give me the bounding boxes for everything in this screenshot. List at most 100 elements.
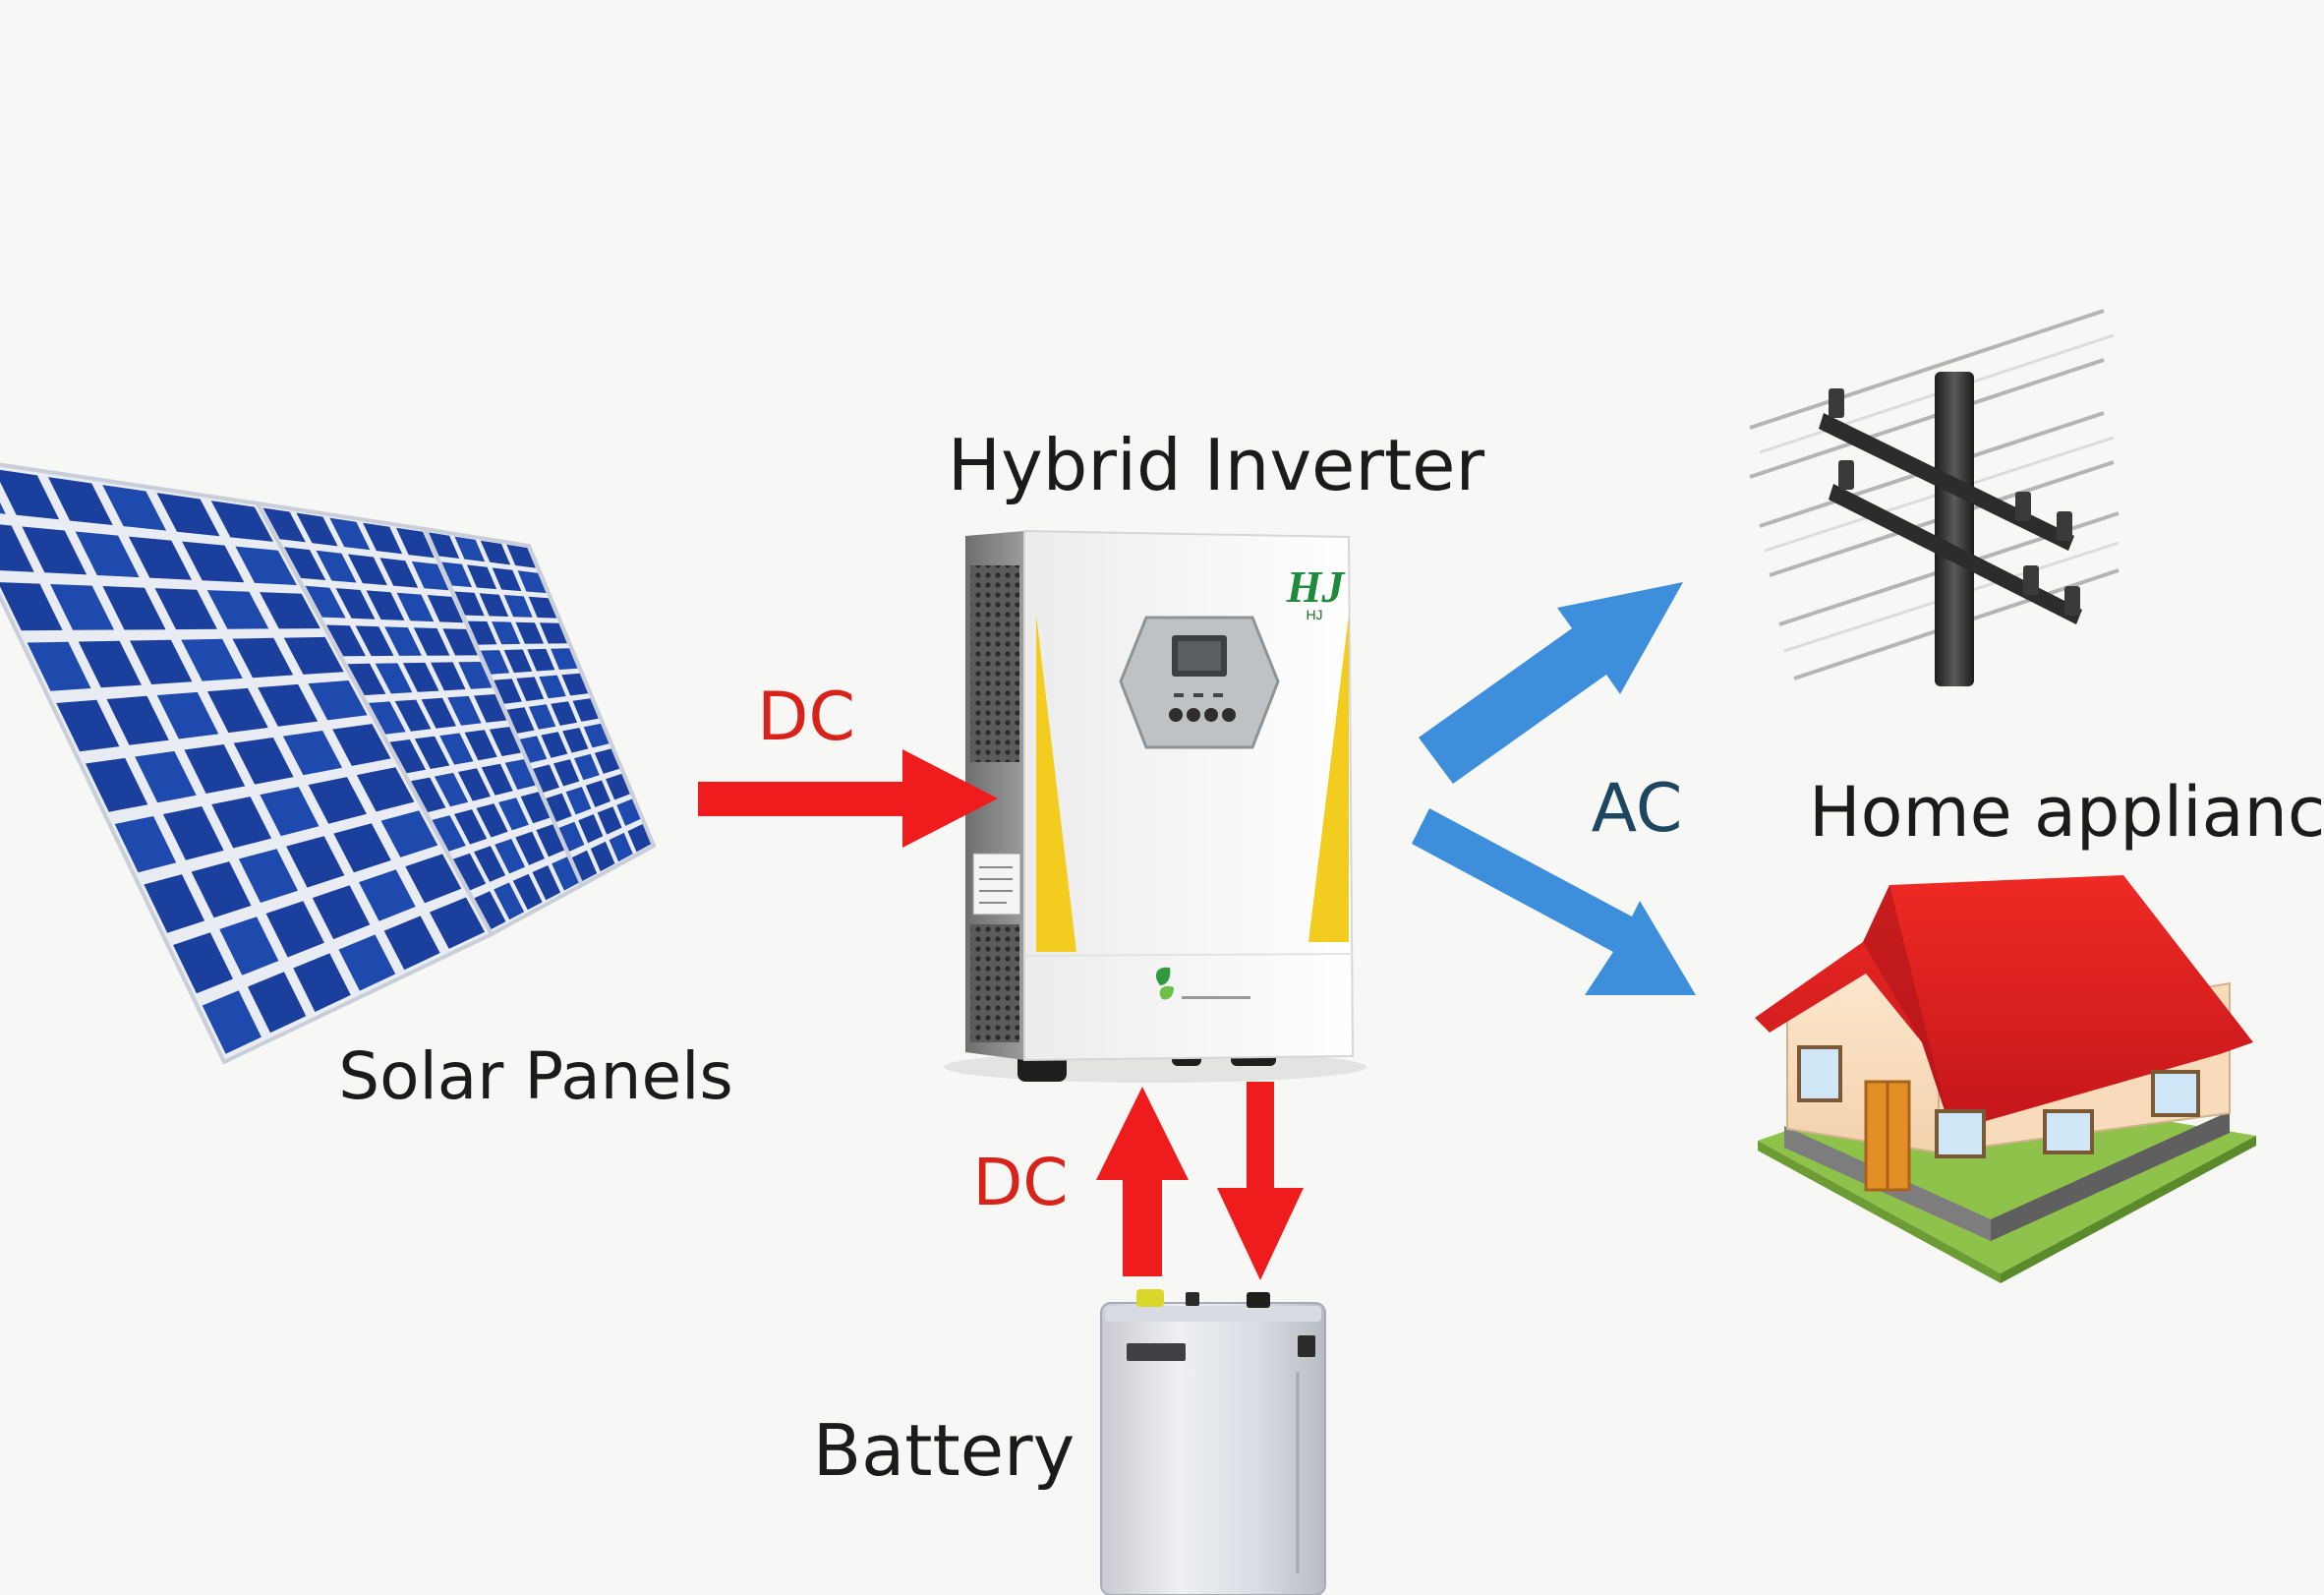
insulator bbox=[1838, 460, 1854, 490]
solar-cell bbox=[439, 733, 474, 765]
solar-cell bbox=[0, 524, 34, 572]
solar-cell bbox=[282, 731, 342, 776]
solar-cell bbox=[515, 621, 545, 644]
solar-cell bbox=[78, 640, 142, 688]
solar-cell bbox=[394, 699, 432, 732]
solar-cell bbox=[512, 873, 543, 911]
solar-cell bbox=[571, 850, 598, 881]
solar-cell bbox=[181, 638, 243, 681]
house-icon bbox=[1755, 875, 2256, 1283]
solar-cell bbox=[528, 596, 557, 619]
solar-cell bbox=[609, 832, 633, 862]
house-window bbox=[1797, 1045, 1842, 1102]
solar-cell bbox=[578, 814, 604, 844]
battery-terminal bbox=[1186, 1292, 1199, 1306]
solar-cell bbox=[442, 628, 478, 656]
solar-cell bbox=[102, 485, 167, 531]
solar-cell bbox=[383, 916, 440, 971]
solar-cell bbox=[305, 585, 346, 619]
solar-cell bbox=[494, 679, 522, 704]
solar-cell bbox=[454, 591, 485, 617]
solar-cell bbox=[308, 680, 368, 721]
solar-cell bbox=[572, 698, 599, 722]
solar-cell bbox=[326, 624, 366, 657]
inverter-logo: HJ bbox=[1286, 561, 1347, 612]
solar-cell bbox=[413, 627, 450, 656]
solar-cell bbox=[539, 675, 566, 699]
solar-cell bbox=[402, 662, 439, 692]
solar-cell bbox=[333, 823, 391, 873]
hybrid-inverter-icon: HJ HJ bbox=[944, 529, 1366, 1083]
inverter-side-label bbox=[972, 853, 1021, 916]
solar-cell bbox=[338, 934, 396, 991]
solar-cell bbox=[296, 512, 338, 547]
solar-cell bbox=[332, 724, 391, 766]
solar-cell bbox=[265, 901, 324, 958]
solar-cell bbox=[156, 691, 219, 739]
solar-cell bbox=[329, 517, 371, 551]
solar-cell bbox=[492, 621, 521, 645]
solar-cell bbox=[504, 759, 536, 791]
solar-cell bbox=[56, 699, 120, 752]
solar-cell bbox=[411, 777, 446, 812]
solar-cell bbox=[86, 757, 148, 812]
solar-cell bbox=[476, 803, 508, 838]
solar-cell bbox=[536, 824, 564, 857]
solar-cell bbox=[457, 768, 491, 801]
solar-cell bbox=[474, 891, 506, 929]
solar-cell bbox=[533, 764, 559, 793]
solar-cell bbox=[532, 865, 561, 901]
solar-cell bbox=[235, 546, 297, 585]
solar-cell bbox=[347, 663, 386, 695]
solar-cell bbox=[528, 704, 556, 730]
solar-cell bbox=[0, 469, 60, 520]
solar-cell bbox=[219, 916, 279, 975]
solar-cell bbox=[316, 550, 357, 583]
solar-cell bbox=[492, 567, 522, 592]
solar-cell bbox=[248, 972, 307, 1034]
hybrid-inverter-label: Hybrid Inverter bbox=[948, 424, 1485, 506]
dc-label-solar: DC bbox=[757, 679, 855, 756]
solar-cell bbox=[260, 787, 320, 837]
solar-cell bbox=[434, 772, 469, 807]
solar-cell bbox=[481, 650, 510, 675]
solar-cell bbox=[0, 582, 63, 631]
ac-label: AC bbox=[1592, 770, 1683, 848]
ac-arrow-to-home bbox=[1412, 808, 1696, 995]
dc-label-battery: DC bbox=[973, 1145, 1069, 1220]
solar-cell bbox=[359, 869, 416, 921]
dc-arrow-solar-to-inverter bbox=[698, 749, 998, 848]
solar-cell bbox=[144, 874, 205, 933]
house-window bbox=[2151, 1070, 2200, 1117]
solar-cell bbox=[467, 564, 497, 590]
solar-cell bbox=[405, 854, 462, 904]
solar-cell bbox=[191, 861, 252, 918]
solar-cell bbox=[22, 526, 87, 575]
solar-cell bbox=[102, 586, 166, 630]
solar-cell bbox=[427, 595, 464, 623]
solar-cell bbox=[453, 853, 487, 891]
solar-cell bbox=[517, 570, 547, 594]
solar-cell bbox=[583, 723, 610, 748]
solar-cell bbox=[515, 831, 545, 865]
battery-icon bbox=[1100, 1289, 1326, 1595]
dc-arrow-inverter-to-battery bbox=[1217, 1082, 1304, 1280]
inverter-button bbox=[1187, 708, 1200, 722]
insulator bbox=[2064, 586, 2080, 616]
solar-cell bbox=[590, 841, 615, 872]
solar-cell bbox=[551, 701, 578, 726]
solar-cell bbox=[447, 695, 482, 726]
solar-cell bbox=[293, 953, 351, 1012]
inverter-display-panel bbox=[1119, 616, 1280, 749]
solar-cell bbox=[479, 593, 509, 617]
house-window bbox=[1935, 1109, 1986, 1158]
inverter-button bbox=[1204, 708, 1218, 722]
solar-cell bbox=[429, 532, 460, 559]
solar-cell bbox=[574, 753, 600, 781]
solar-cell bbox=[312, 885, 371, 940]
solar-cell bbox=[421, 697, 456, 729]
solar-cell bbox=[454, 809, 488, 845]
solar-cell bbox=[616, 798, 641, 826]
solar-cell bbox=[432, 815, 466, 852]
battery-negative-terminal bbox=[1247, 1292, 1270, 1308]
